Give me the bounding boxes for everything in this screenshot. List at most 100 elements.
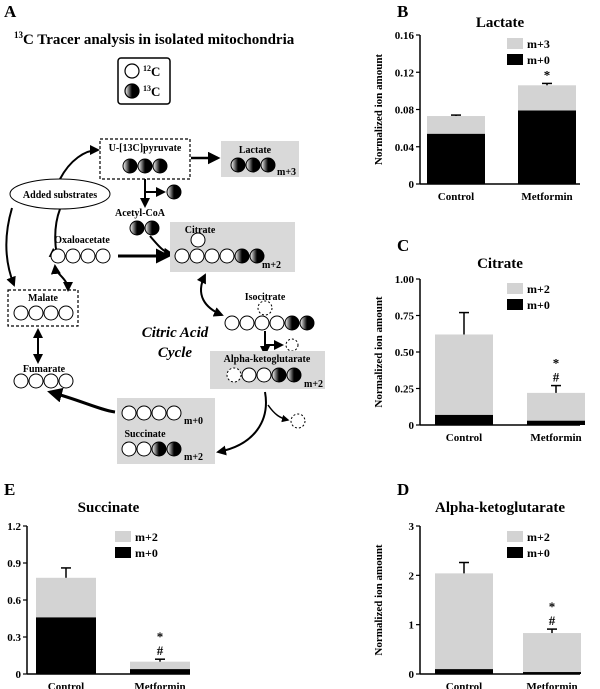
legend-label: m+0 xyxy=(527,298,550,312)
citrate-label: Citrate xyxy=(185,225,216,236)
akg-tag: m+2 xyxy=(304,379,323,390)
significance-mark: * xyxy=(553,356,560,371)
legend-label: m+2 xyxy=(135,530,158,544)
pyruvate-carbons xyxy=(122,158,168,174)
lactate-tag: m+3 xyxy=(277,167,296,178)
x-tick-label: Metformin xyxy=(530,432,581,444)
isocitrate-label: Isocitrate xyxy=(245,292,286,303)
x-tick-label: Metformin xyxy=(521,191,572,203)
succinate-label: Succinate xyxy=(124,429,166,440)
malate-label: Malate xyxy=(28,293,59,304)
bar-metformin-m0 xyxy=(518,110,576,184)
y-axis-label: Normalized ion amount xyxy=(373,544,385,656)
akg-co2-carbon xyxy=(290,413,306,429)
succinate-m0-carbons xyxy=(121,405,182,421)
legend-label: m+3 xyxy=(527,37,550,51)
acetyl-coa-carbons xyxy=(129,220,160,236)
bar-metformin-m2 xyxy=(130,661,190,670)
x-tick-label: Control xyxy=(446,681,482,689)
legend-label: m+0 xyxy=(527,53,550,67)
x-tick-label: Control xyxy=(48,681,84,689)
legend-label: m+2 xyxy=(527,282,550,296)
added-substrates-label: Added substrates xyxy=(23,190,97,201)
arrow-akg-succinate xyxy=(216,391,267,456)
isocitrate-carbons xyxy=(224,315,315,331)
x-tick-label: Control xyxy=(438,191,474,203)
y-axis-label: Normalized ion amount xyxy=(373,296,385,408)
lactate-label: Lactate xyxy=(239,145,272,156)
panel-letter-a: A xyxy=(4,2,17,21)
bar-control-m2 xyxy=(435,334,493,415)
citrate-co2-carbon xyxy=(190,232,206,248)
significance-mark: # xyxy=(157,643,164,658)
arrow-isocitrate-co2 xyxy=(264,331,284,350)
co2-carbon xyxy=(166,184,182,200)
y-tick-label: 0.50 xyxy=(395,347,415,359)
chart-title: Lactate xyxy=(476,15,525,31)
panel-letter-d: D xyxy=(397,480,409,499)
legend-swatch xyxy=(507,531,523,542)
bar-metformin-m2 xyxy=(523,633,581,673)
y-tick-label: 0 xyxy=(409,179,415,191)
y-axis-label: Normalized ion amount xyxy=(373,54,385,166)
diagram-title: 13C Tracer analysis in isolated mitochon… xyxy=(14,30,295,48)
carbon-12-icon xyxy=(124,63,140,79)
bar-metformin-m2 xyxy=(527,392,585,421)
bar-control-m0 xyxy=(36,617,96,674)
acetyl-coa-label: Acetyl-CoA xyxy=(115,208,166,219)
y-tick-label: 3 xyxy=(409,521,415,533)
legend-swatch xyxy=(507,38,523,49)
arrow-acetyl-to-citrate xyxy=(149,235,174,258)
y-tick-label: 0 xyxy=(16,669,22,681)
legend-swatch xyxy=(507,547,523,558)
y-tick-label: 1.2 xyxy=(7,521,21,533)
oxaloacetate-label: Oxaloacetate xyxy=(54,235,110,246)
succinate-m2-carbons xyxy=(121,441,182,457)
bar-metformin-m0 xyxy=(130,669,190,674)
akg-carbons xyxy=(226,367,302,383)
bar-metformin-m0 xyxy=(523,672,581,674)
oxaloacetate-carbons xyxy=(50,248,111,264)
legend-swatch xyxy=(507,283,523,294)
x-tick-label: Metformin xyxy=(134,681,185,689)
succinate-tag-m0: m+0 xyxy=(184,416,203,427)
malate-carbons xyxy=(13,305,74,321)
significance-mark: * xyxy=(157,629,164,644)
y-tick-label: 0 xyxy=(409,669,415,681)
bar-control-m2 xyxy=(36,577,96,618)
arrow-decarboxylation xyxy=(144,179,166,197)
lactate-carbons xyxy=(230,157,276,173)
chart-title: Alpha-ketoglutarate xyxy=(435,500,565,516)
arrow-substrates-malate xyxy=(5,207,16,287)
fumarate-label: Fumarate xyxy=(23,364,66,375)
y-tick-label: 0.9 xyxy=(7,558,21,570)
significance-mark: # xyxy=(553,370,560,385)
citrate-tag: m+2 xyxy=(262,260,281,271)
arrow-citrate-isocitrate xyxy=(196,273,224,317)
bar-control-m0 xyxy=(427,133,485,184)
legend-label: m+0 xyxy=(135,546,158,560)
chart-title: Citrate xyxy=(477,256,523,272)
pyruvate-label: U-[13C]pyruvate xyxy=(109,143,182,154)
cycle-label-line2: Cycle xyxy=(158,345,192,361)
y-tick-label: 2 xyxy=(409,570,415,582)
significance-mark: * xyxy=(544,67,551,82)
y-tick-label: 0.25 xyxy=(395,384,415,396)
arrow-akg-co2 xyxy=(267,404,290,423)
isocitrate-co2-carbon xyxy=(257,300,273,316)
succinate-tag-m2: m+2 xyxy=(184,452,203,463)
arrow-succinate-fumarate xyxy=(47,387,116,414)
bar-metformin-m3 xyxy=(518,85,576,111)
y-tick-label: 0.12 xyxy=(395,67,415,79)
bar-metformin-m0 xyxy=(527,420,585,425)
citrate-box xyxy=(170,222,295,272)
bar-control-m0 xyxy=(435,414,493,425)
panel-letter-e: E xyxy=(4,480,15,499)
legend-swatch xyxy=(115,531,131,542)
carbon-13-icon xyxy=(124,83,140,99)
y-tick-label: 0.6 xyxy=(7,595,21,607)
bar-control-m3 xyxy=(427,116,485,134)
